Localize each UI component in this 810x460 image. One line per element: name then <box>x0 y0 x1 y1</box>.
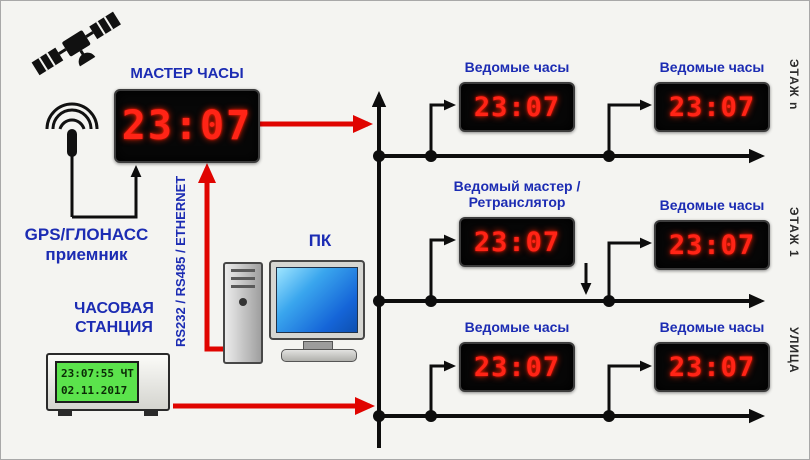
clock-station-title: ЧАСОВАЯ СТАНЦИЯ <box>49 299 179 337</box>
slave-clock-title: Ведомые часы <box>659 197 765 213</box>
slave-clock-row1-right: Ведомые часы 23:07 <box>652 59 772 133</box>
slave-clock-title: Ведомые часы <box>659 319 765 335</box>
slave-clock-display: 23:07 <box>654 82 770 133</box>
slave-clock-time: 23:07 <box>473 91 561 123</box>
slave-clock-title: Ведомые часы <box>464 59 570 75</box>
pc-monitor-base <box>281 349 357 362</box>
station-foot-left <box>58 409 72 416</box>
slave-clock-time: 23:07 <box>668 91 756 123</box>
pc-icon <box>223 254 368 372</box>
pc-tower-icon <box>223 262 263 364</box>
slave-clock-title: Ведомые часы <box>464 319 570 335</box>
slave-master-time: 23:07 <box>473 226 561 258</box>
slave-clock-display: 23:07 <box>459 82 575 133</box>
branch-row1-left <box>429 99 456 156</box>
slave-clock-title: Ведомые часы <box>659 59 765 75</box>
gps-receiver-label-line1: GPS/ГЛОНАСС <box>24 225 149 244</box>
slave-master-clock: Ведомый мастер / Ретранслятор 23:07 <box>450 178 584 268</box>
slave-clock-row1-left: Ведомые часы 23:07 <box>457 59 577 133</box>
branch-row3-right <box>607 360 652 416</box>
master-clock: МАСТЕР ЧАСЫ 23:07 <box>113 65 261 164</box>
slave-clock-row2-right: Ведомые часы 23:07 <box>652 197 772 271</box>
zone-label-floor-1: ЭТАЖ 1 <box>787 207 801 258</box>
antenna-icon <box>45 102 99 157</box>
gps-receiver-label-line2: приемник <box>45 244 128 264</box>
slave-clock-display: 23:07 <box>654 342 770 393</box>
clock-station-title-line1: ЧАСОВАЯ <box>74 300 154 317</box>
pc-link-label: RS232 / RS485 / ETHERNET <box>173 175 188 347</box>
slave-clock-display: 23:07 <box>654 220 770 271</box>
master-clock-display: 23:07 <box>114 89 260 164</box>
clock-station-lcd: 23:07:55 ЧТ 02.11.2017 <box>55 361 139 403</box>
slave-clock-time: 23:07 <box>668 229 756 261</box>
clock-station-lcd-date: 02.11.2017 <box>61 384 128 398</box>
zone-label-floor-n: ЭТАЖ n <box>787 59 801 111</box>
slave-clock-display: 23:07 <box>459 342 575 393</box>
zone-label-street: УЛИЦА <box>787 327 801 374</box>
slave-master-display: 23:07 <box>459 217 575 268</box>
pc-power-button <box>239 298 247 306</box>
pc-tower-slot <box>231 269 255 272</box>
pc-monitor-icon <box>269 260 365 340</box>
master-clock-title: МАСТЕР ЧАСЫ <box>130 65 244 82</box>
clock-station-lcd-time: 23:07:55 ЧТ <box>61 367 134 380</box>
pc-tower-slot <box>231 285 255 288</box>
master-clock-time: 23:07 <box>121 103 253 150</box>
station-foot-right <box>144 409 158 416</box>
clock-station-title-line2: СТАНЦИЯ <box>75 319 153 337</box>
gps-receiver-label: GPS/ГЛОНАСС приемник <box>9 225 164 264</box>
clock-station-device: 23:07:55 ЧТ 02.11.2017 <box>46 353 170 416</box>
slave-clock-row3-right: Ведомые часы 23:07 <box>652 319 772 393</box>
branch-row2-right <box>607 237 652 301</box>
pc-screen <box>276 267 358 333</box>
pc-label: ПК <box>308 231 332 250</box>
slave-clock-time: 23:07 <box>668 351 756 383</box>
pc-tower-slot <box>231 277 255 280</box>
slave-master-title: Ведомый мастер / Ретранслятор <box>453 178 581 211</box>
gps-to-master-line <box>72 165 142 219</box>
branch-row3-left <box>429 360 456 416</box>
branch-row1-right <box>607 99 652 156</box>
slave-clock-row3-left: Ведомые часы 23:07 <box>457 319 577 393</box>
slave-clock-time: 23:07 <box>473 351 561 383</box>
